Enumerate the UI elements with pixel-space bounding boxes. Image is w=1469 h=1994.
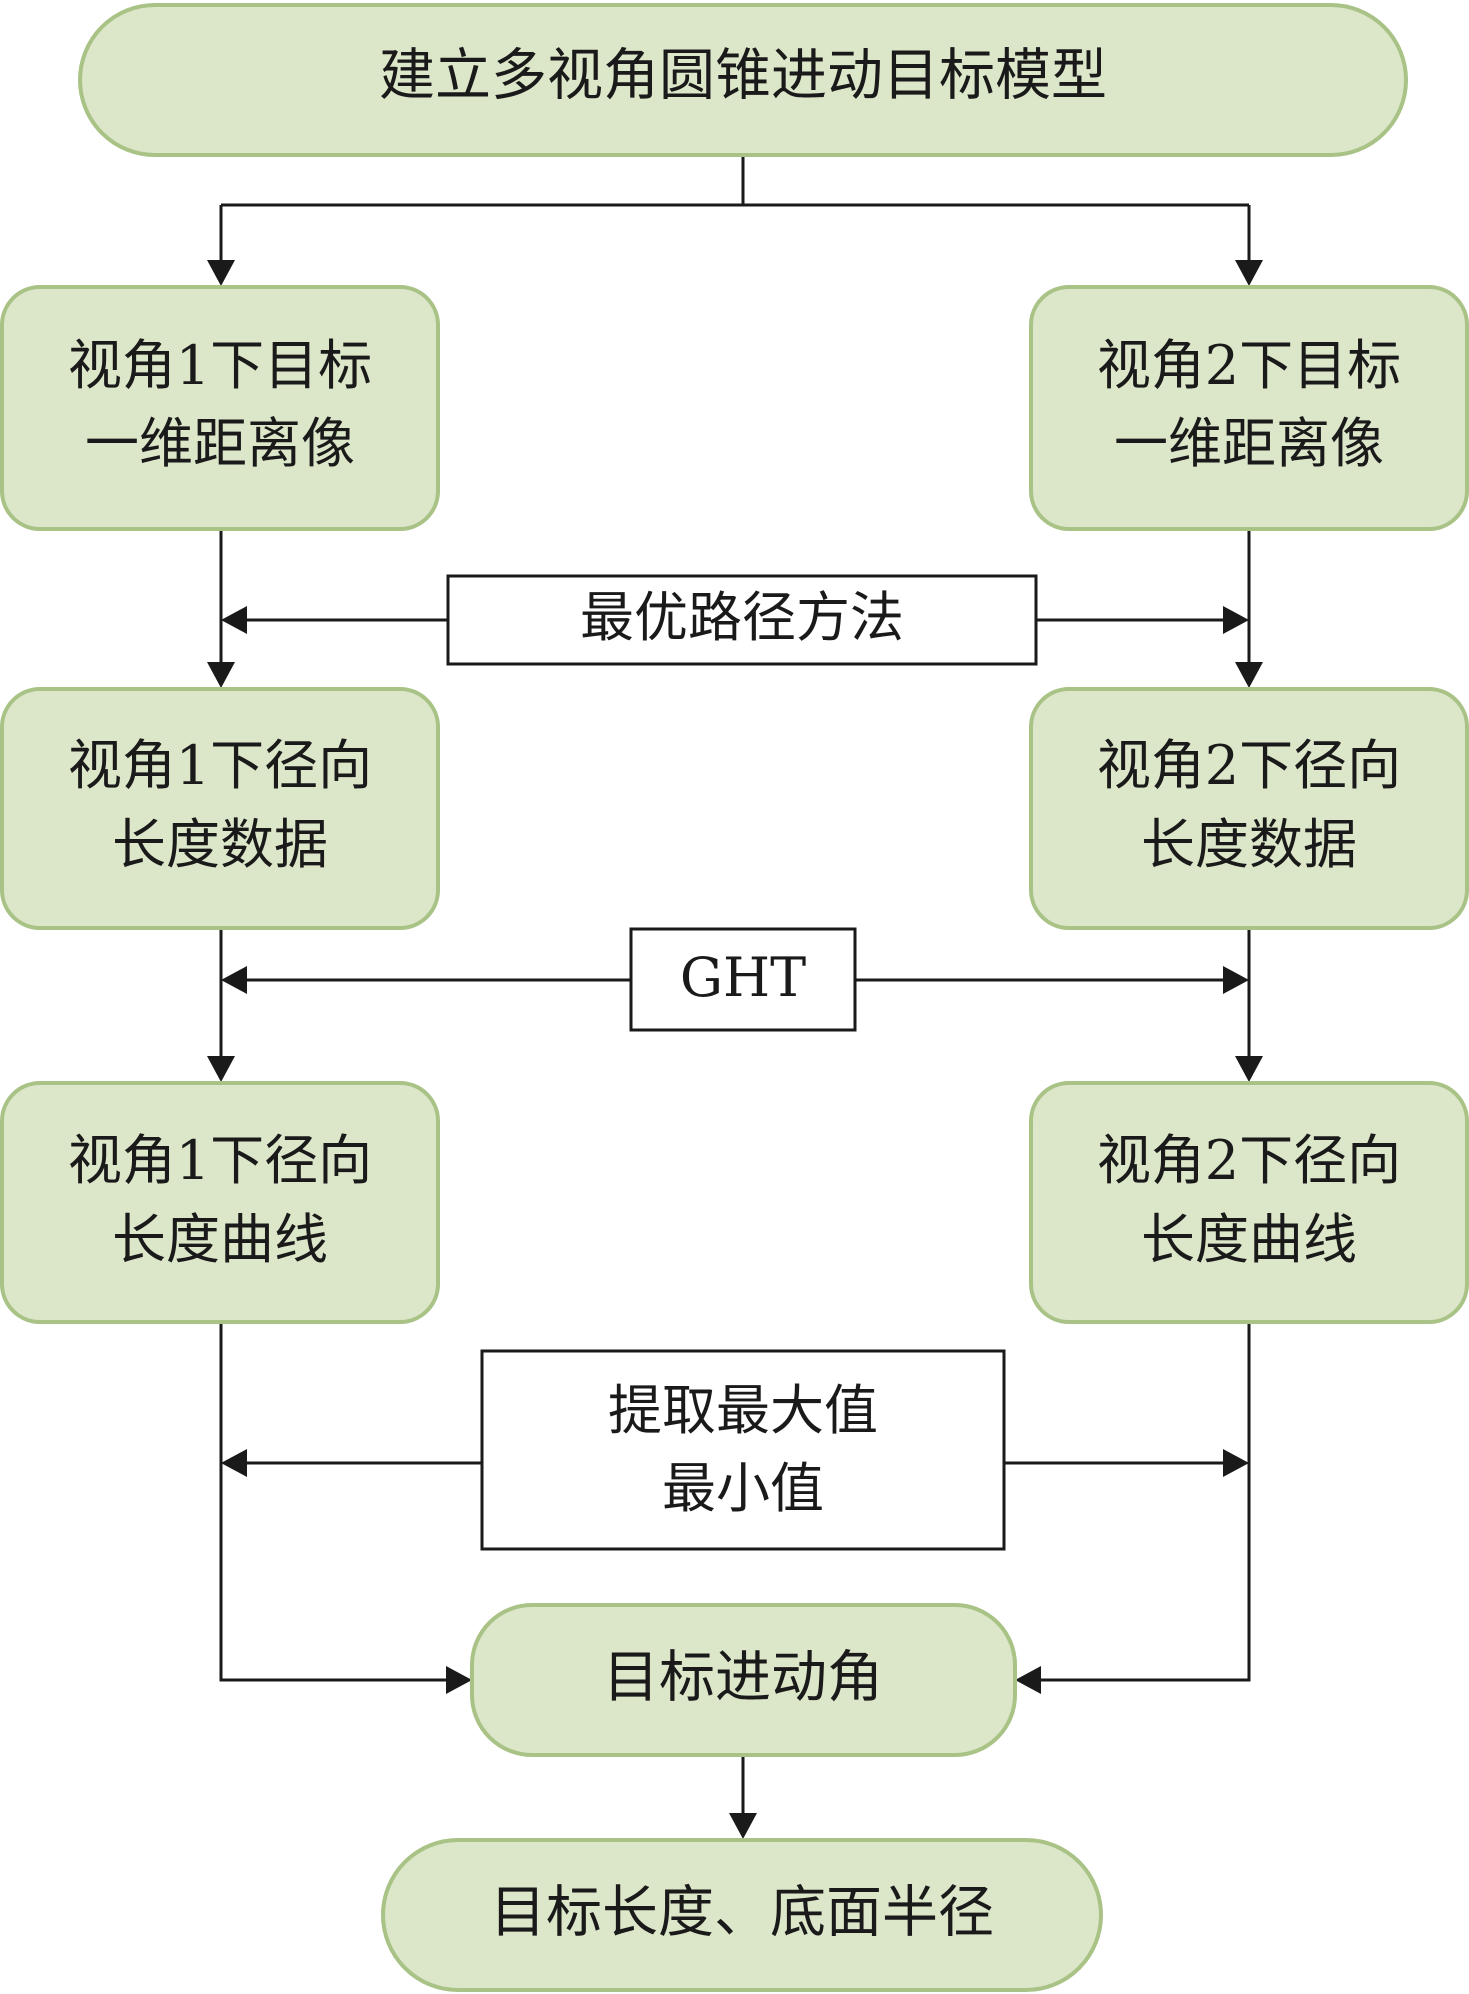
arrowhead-extrema-right — [1223, 1449, 1249, 1477]
method-extract-extrema-line2: 最小值 — [662, 1457, 824, 1520]
node-range-profile-1-line2: 一维距离像 — [85, 412, 355, 475]
node-radial-curve-1-line2: 长度曲线 — [112, 1208, 328, 1271]
arrowhead-to-precession-angle-right — [1015, 1666, 1041, 1694]
method-optimal-path: 最优路径方法 — [446, 574, 1038, 666]
method-ght: GHT — [629, 927, 857, 1032]
arrowhead-extrema-left — [221, 1449, 247, 1477]
node-radial-data-1: 视角1下径向 长度数据 — [0, 687, 440, 930]
node-precession-angle: 目标进动角 — [470, 1603, 1017, 1757]
node-radial-data-1-line1: 视角1下径向 — [68, 734, 372, 797]
arrowhead-to-result — [729, 1813, 757, 1839]
node-range-profile-2-line2: 一维距离像 — [1114, 412, 1384, 475]
method-extract-extrema: 提取最大值 最小值 — [480, 1349, 1006, 1551]
node-radial-curve-1: 视角1下径向 长度曲线 — [0, 1081, 440, 1324]
node-range-profile-1: 视角1下目标 一维距离像 — [0, 285, 440, 531]
node-precession-angle-label: 目标进动角 — [603, 1646, 883, 1711]
node-radial-curve-2-line2: 长度曲线 — [1141, 1208, 1357, 1271]
method-extract-extrema-line1: 提取最大值 — [608, 1379, 878, 1442]
arrowhead-to-radial-curve-1 — [207, 1056, 235, 1082]
arrowhead-ght-right — [1223, 966, 1249, 994]
connector-curve-to-angle-right — [1040, 1322, 1251, 1682]
method-ght-label: GHT — [680, 946, 806, 1009]
arrowhead-optimal-path-right — [1223, 606, 1249, 634]
node-result-label: 目标长度、底面半径 — [490, 1881, 994, 1946]
arrowhead-optimal-path-left — [221, 606, 247, 634]
node-radial-curve-2-line1: 视角2下径向 — [1097, 1129, 1401, 1192]
connector-curve-to-angle-left — [219, 1322, 447, 1682]
node-radial-curve-2: 视角2下径向 长度曲线 — [1029, 1081, 1469, 1324]
arrowhead-to-radial-data-1 — [207, 662, 235, 688]
arrowhead-to-precession-angle-left — [446, 1666, 472, 1694]
arrowhead-ght-left — [221, 966, 247, 994]
node-radial-curve-1-line1: 视角1下径向 — [68, 1129, 372, 1192]
node-range-profile-2-line1: 视角2下目标 — [1097, 334, 1401, 397]
node-radial-data-2: 视角2下径向 长度数据 — [1029, 687, 1469, 930]
arrowhead-to-range-profile-1 — [207, 260, 235, 286]
node-start: 建立多视角圆锥进动目标模型 — [78, 3, 1408, 157]
node-radial-data-2-line2: 长度数据 — [1141, 813, 1357, 876]
node-range-profile-1-line1: 视角1下目标 — [68, 334, 372, 397]
node-start-label: 建立多视角圆锥进动目标模型 — [379, 44, 1107, 109]
arrowhead-to-radial-data-2 — [1235, 662, 1263, 688]
node-result: 目标长度、底面半径 — [381, 1838, 1103, 1992]
arrowhead-to-radial-curve-2 — [1235, 1056, 1263, 1082]
arrowhead-to-range-profile-2 — [1235, 260, 1263, 286]
method-optimal-path-label: 最优路径方法 — [580, 586, 904, 649]
node-range-profile-2: 视角2下目标 一维距离像 — [1029, 285, 1469, 531]
node-radial-data-1-line2: 长度数据 — [112, 813, 328, 876]
connectors — [207, 155, 1263, 1839]
node-radial-data-2-line1: 视角2下径向 — [1097, 734, 1401, 797]
